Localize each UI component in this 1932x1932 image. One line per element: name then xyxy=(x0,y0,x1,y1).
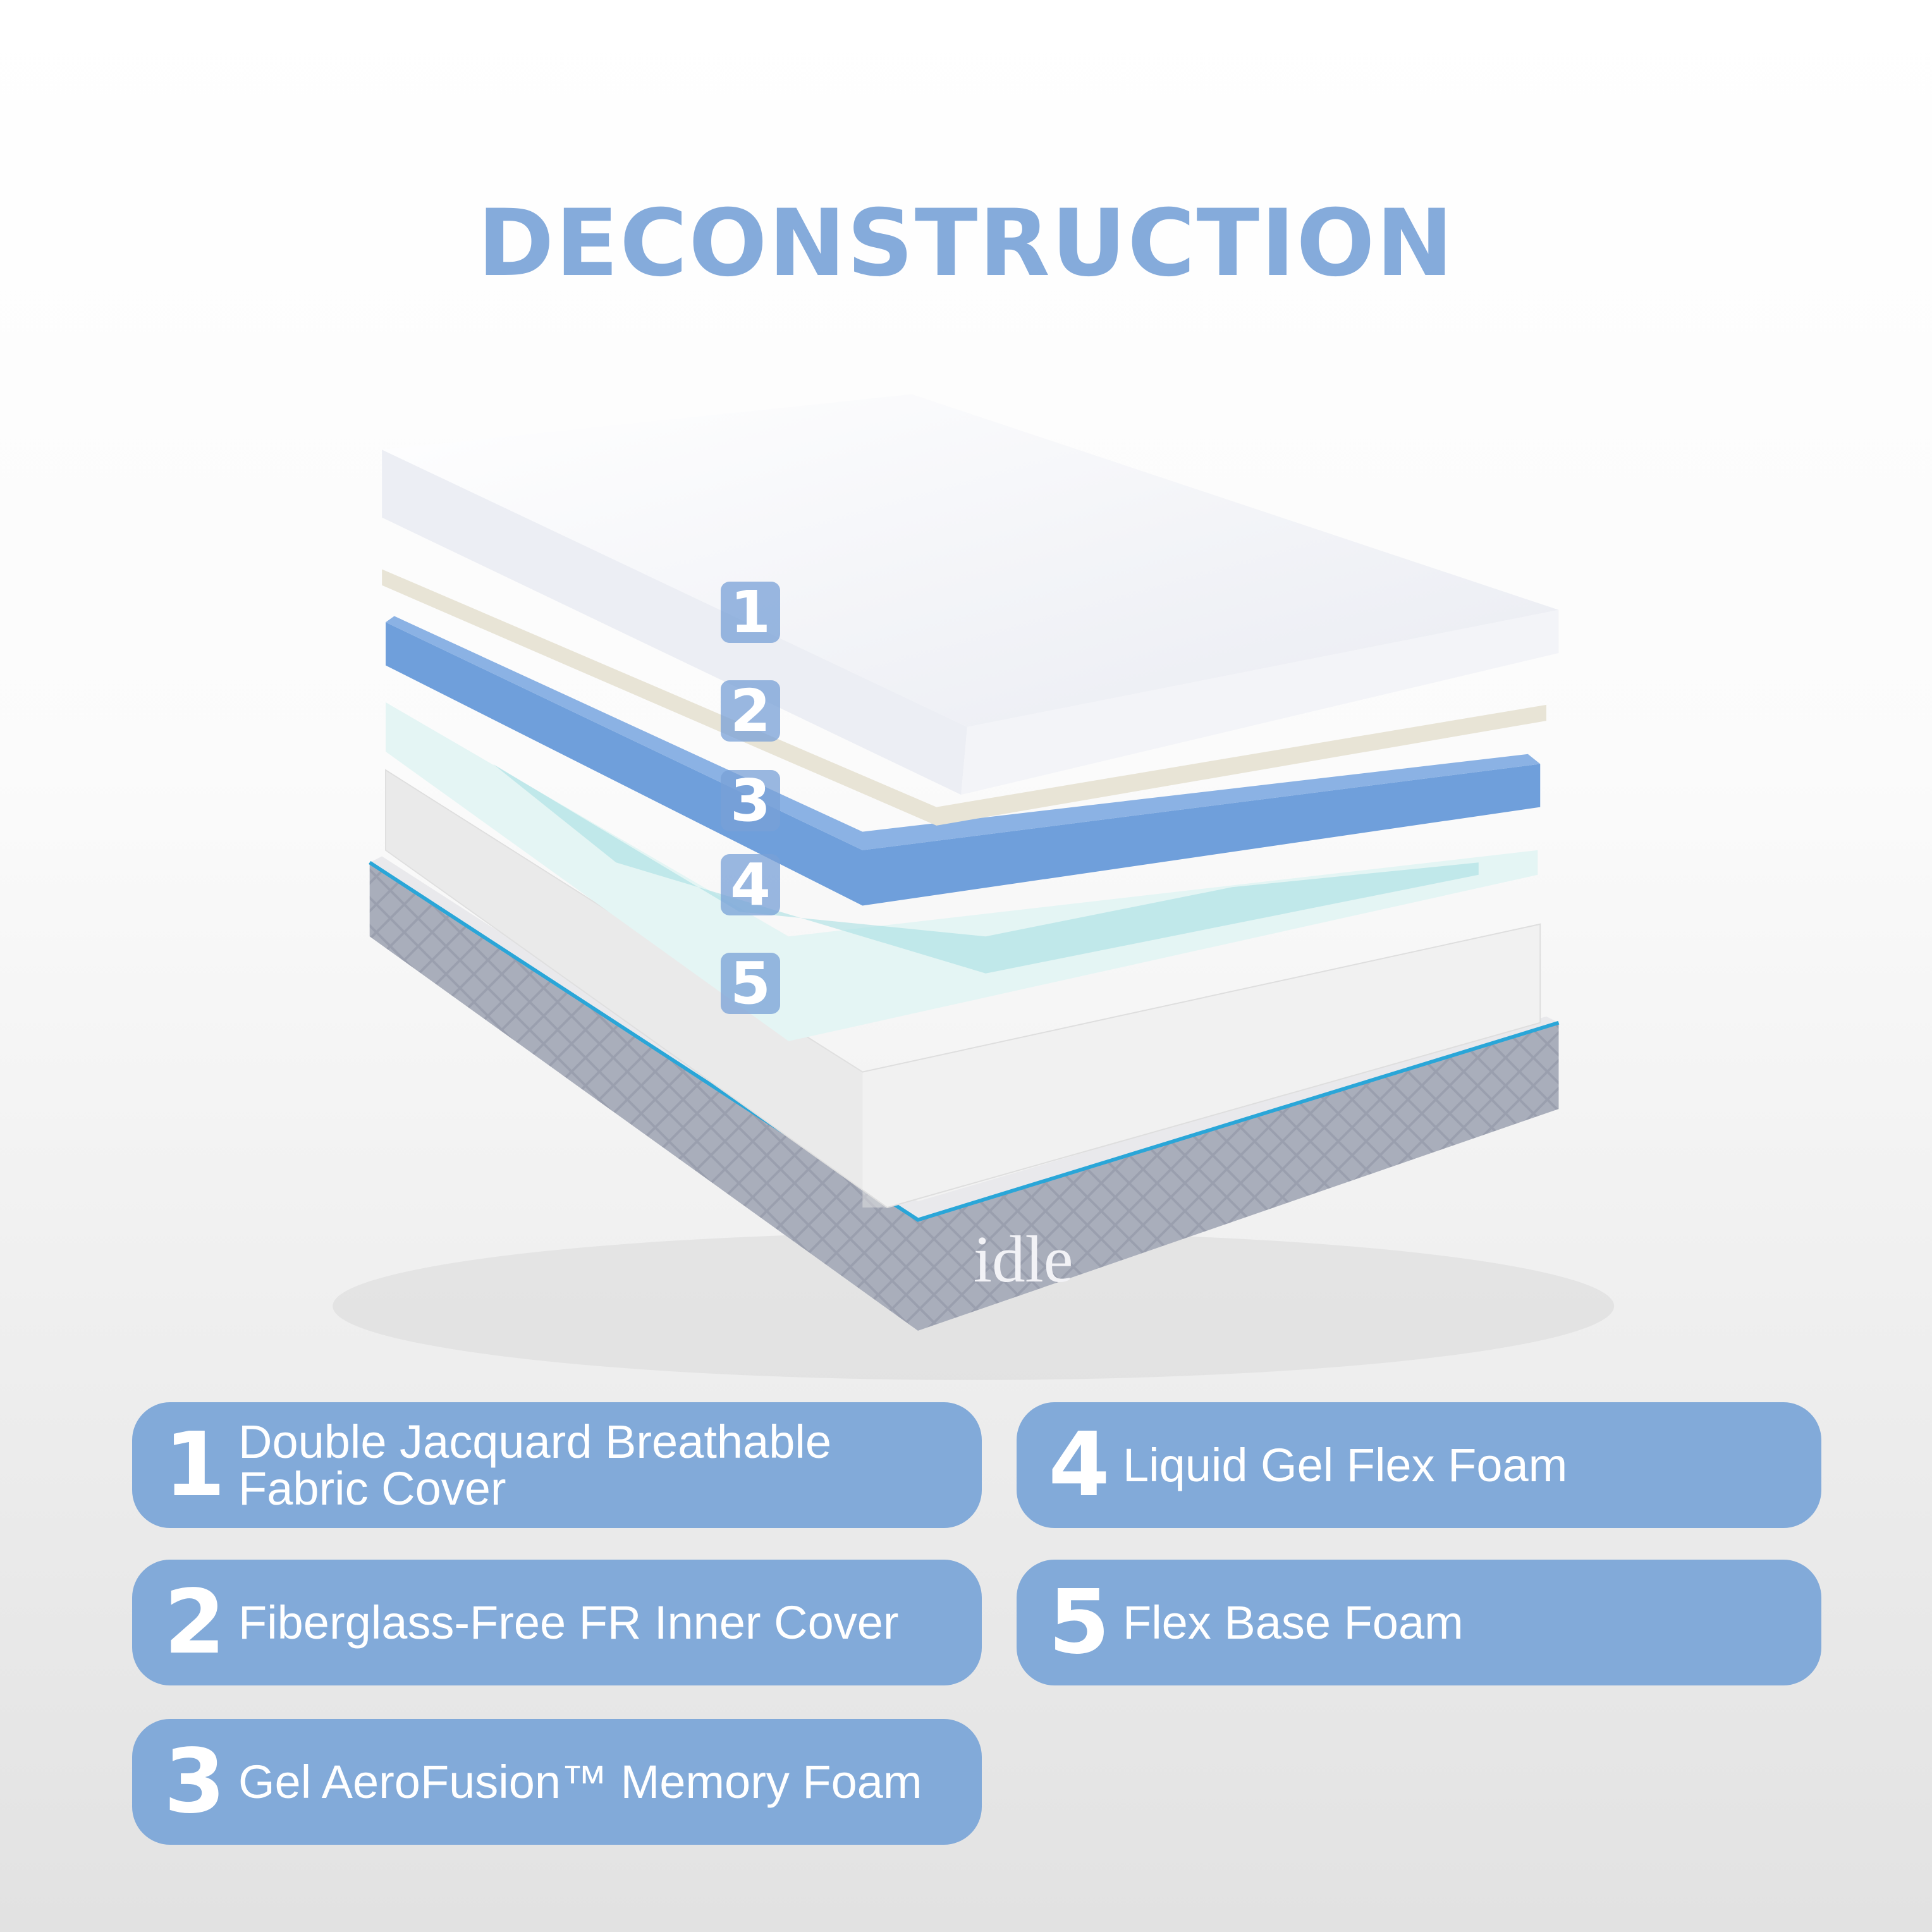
layer-legend-4: 4 Liquid Gel Flex Foam xyxy=(1017,1402,1821,1528)
layer-legend-3: 3 Gel AeroFusion™ Memory Foam xyxy=(132,1719,982,1845)
layer-badge-1: 1 xyxy=(721,582,780,643)
layer-badge-3: 3 xyxy=(721,770,780,831)
legend-label: Flex Base Foam xyxy=(1123,1596,1464,1649)
legend-label: Double Jacquard Breathable Fabric Cover xyxy=(238,1415,831,1515)
layer-1-fabric-cover xyxy=(382,394,1559,795)
legend-label-line2: Fabric Cover xyxy=(238,1462,506,1515)
legend-number: 1 xyxy=(164,1413,226,1517)
brand-logo: idle xyxy=(974,1222,1073,1296)
base-cover: idle xyxy=(369,856,1560,1331)
legend-label: Gel AeroFusion™ Memory Foam xyxy=(238,1755,922,1808)
layer-badge-5: 5 xyxy=(721,953,780,1014)
legend-label: Fiberglass-Free FR Inner Cover xyxy=(238,1596,899,1649)
layer-4-liquid-gel-flex-foam xyxy=(386,702,1538,1041)
layer-badge-4: 4 xyxy=(721,854,780,915)
layer-legend-5: 5 Flex Base Foam xyxy=(1017,1560,1821,1685)
layer-legend-2: 2 Fiberglass-Free FR Inner Cover xyxy=(132,1560,982,1685)
layer-3-gel-memory-foam xyxy=(386,622,1541,906)
legend-label-line1: Double Jacquard Breathable xyxy=(238,1415,831,1468)
legend-number: 5 xyxy=(1048,1570,1110,1674)
legend-number: 4 xyxy=(1048,1413,1110,1517)
legend-label: Liquid Gel Flex Foam xyxy=(1123,1438,1568,1491)
legend-number: 3 xyxy=(164,1730,226,1833)
legend-number: 2 xyxy=(164,1570,226,1674)
layer-legend-1: 1 Double Jacquard Breathable Fabric Cove… xyxy=(132,1402,982,1528)
layer-2-inner-cover xyxy=(382,569,1546,826)
page-title: DECONSTRUCTION xyxy=(477,190,1455,297)
layer-badge-2: 2 xyxy=(721,680,780,742)
